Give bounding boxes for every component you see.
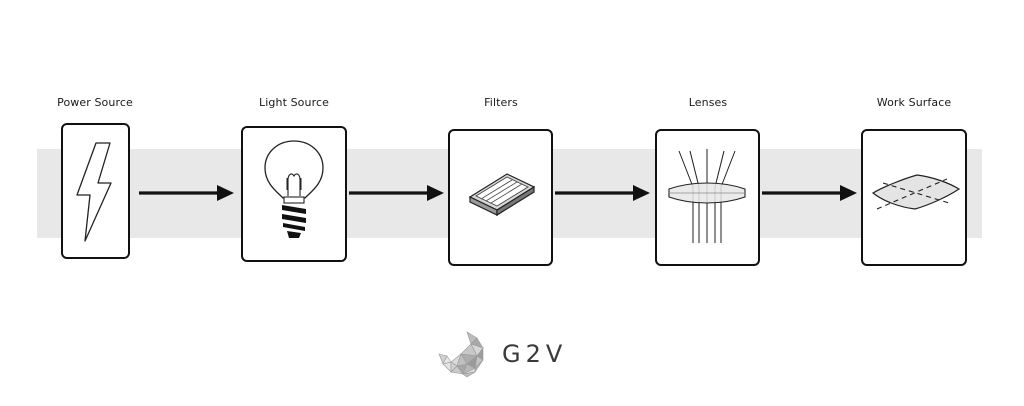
arrow-filters-to-lenses [555, 185, 650, 201]
stage-label-lenses: Lenses [688, 96, 728, 109]
light-source-box [241, 126, 347, 262]
stage-label-light-source: Light Source [259, 96, 329, 109]
arrow-power-to-light [139, 185, 234, 201]
arrow-light-to-filters [349, 185, 444, 201]
lens-icon [668, 149, 746, 243]
work-surface-icon [871, 174, 961, 210]
g2v-logo-mark-icon [438, 331, 484, 378]
stage-label-power-source: Power Source [57, 96, 133, 109]
stage-label-work-surface: Work Surface [876, 96, 952, 109]
g2v-logo-text: G2V [502, 340, 568, 368]
lenses-box [655, 129, 760, 266]
lightning-bolt-icon [76, 142, 112, 242]
power-source-box [61, 123, 130, 259]
filter-plate-icon [468, 173, 536, 217]
stage-label-filters: Filters [484, 96, 518, 109]
light-bulb-icon [264, 140, 324, 238]
work-surface-box [861, 129, 967, 266]
arrow-lenses-to-work-surface [762, 185, 857, 201]
filters-box [448, 129, 553, 266]
